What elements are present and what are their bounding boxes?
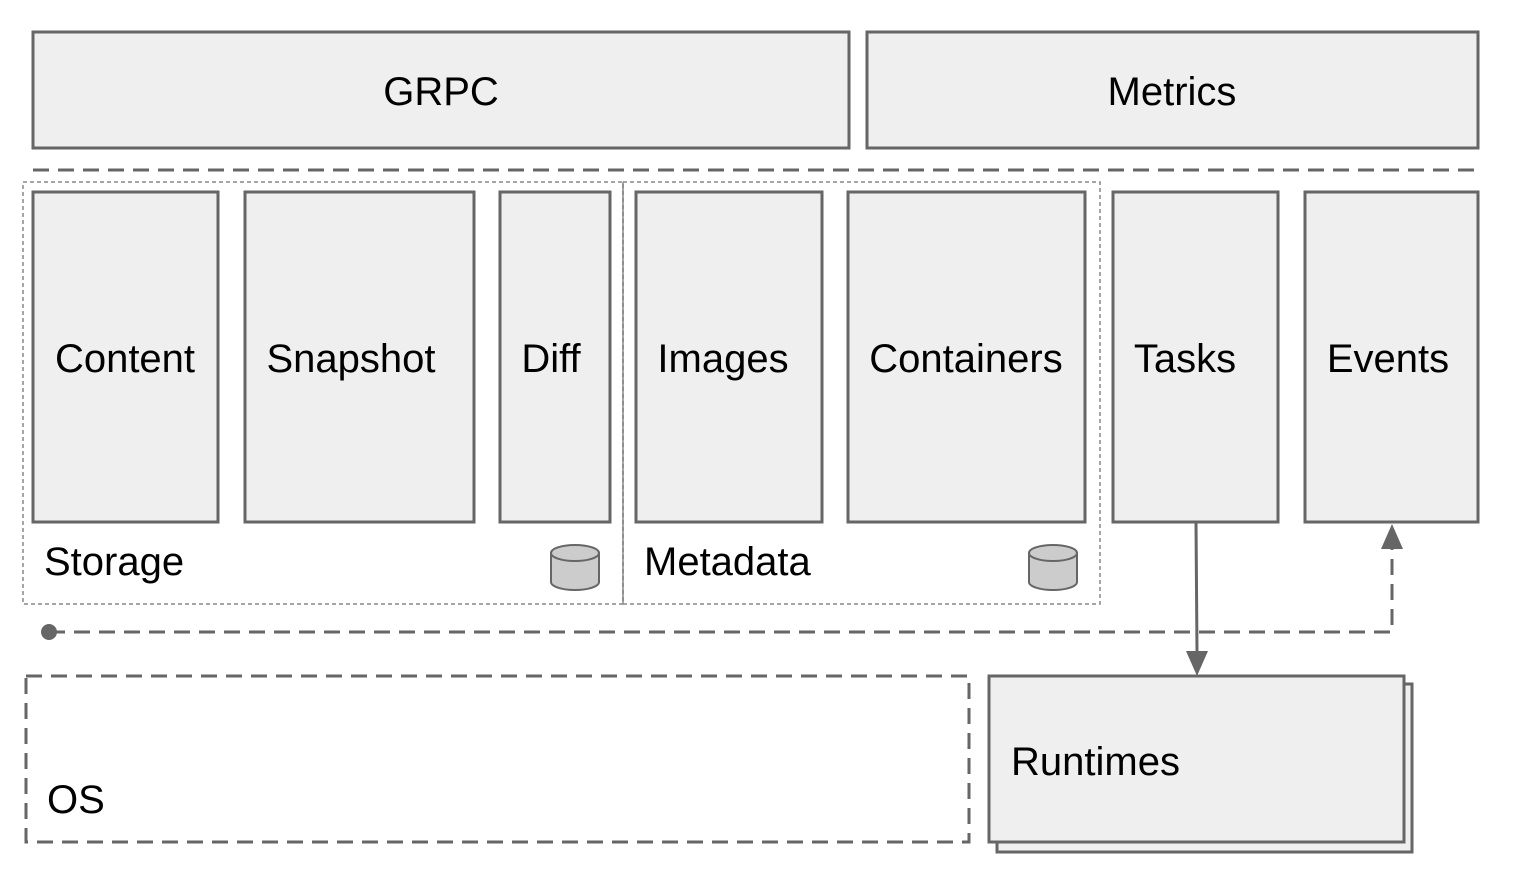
content-label: Content [55,337,195,381]
events-label: Events [1327,337,1449,381]
metrics-block: Metrics [865,30,1480,150]
events-service: Events [1303,190,1480,524]
grpc-block: GRPC [31,30,851,150]
os-label: OS [47,778,105,822]
images-service: Images [634,190,824,524]
tasks-to-runtimes-arrow [1186,521,1208,676]
diff-service: Diff [498,190,612,524]
snapshot-label: Snapshot [266,337,435,381]
storage-database-icon [550,544,600,591]
metadata-label: Metadata [644,540,812,584]
runtimes-box [987,674,1406,844]
content-service: Content [31,190,220,524]
tasks-service: Tasks [1111,190,1280,524]
events-arrow-head [1381,524,1403,549]
metadata-region [622,181,1101,605]
metrics-label: Metrics [1108,70,1237,114]
storage-label: Storage [44,540,184,584]
metadata-database-icon [1028,544,1078,591]
containers-label: Containers [869,337,1062,381]
diff-label: Diff [521,337,581,381]
runtimes-block: Runtimes [987,674,1414,854]
containers-service: Containers [846,190,1087,524]
runtimes-arrow-head [1186,651,1208,676]
runtimes-label: Runtimes [1011,740,1180,784]
images-label: Images [657,337,788,381]
grpc-label: GRPC [383,70,499,114]
tasks-label: Tasks [1134,337,1236,381]
os-region: OS [24,674,971,844]
snapshot-service: Snapshot [243,190,476,524]
event-bus-connector [41,524,1403,640]
